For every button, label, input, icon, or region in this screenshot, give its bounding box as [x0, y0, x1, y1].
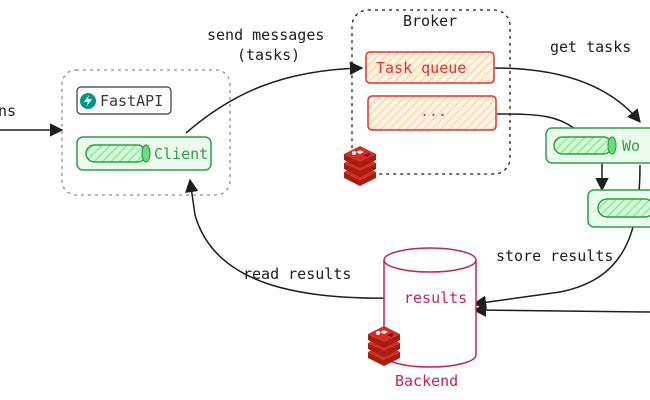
incoming-label: ns [0, 102, 16, 120]
get-tasks-label: get tasks [550, 38, 631, 56]
fastapi-badge: FastAPI [76, 86, 172, 115]
send-messages-arrow [185, 61, 364, 134]
ellipsis-queue-label: ... [420, 102, 447, 120]
broker-title: Broker [403, 12, 457, 30]
broker-group: Broker Task queue ... [344, 9, 511, 186]
client-pipe-icon [85, 144, 151, 163]
read-results-arrow [185, 178, 397, 299]
client-node[interactable]: Client [76, 136, 212, 171]
read-results-label: read results [243, 265, 351, 283]
worker-2-pipe-icon [597, 198, 650, 218]
backend-title: Backend [395, 372, 458, 390]
store-results-arrow-2 [472, 303, 650, 317]
store-results-arrow [472, 164, 641, 310]
fastapi-label: FastAPI [100, 92, 163, 110]
get-tasks-arrow [494, 67, 641, 124]
task-queue-node[interactable]: Task queue [365, 51, 495, 84]
results-label: results [404, 289, 467, 307]
client-group: FastAPI Client [61, 69, 231, 196]
broker-group-border [351, 9, 511, 175]
ellipsis-queue-node[interactable]: ... [367, 95, 497, 131]
store-results-label: store results [496, 247, 613, 265]
redis-logo-icon [344, 146, 376, 186]
fastapi-logo-icon [80, 93, 96, 109]
send-messages-label: send messages [207, 26, 324, 44]
send-messages-label-2: (tasks) [237, 46, 300, 64]
client-group-border [61, 69, 231, 196]
task-queue-label: Task queue [376, 59, 466, 77]
worker-node[interactable]: Wo [545, 127, 650, 164]
worker-pipe-icon [553, 136, 617, 155]
backend-group: results Backend [368, 247, 477, 390]
redis-logo-icon [368, 326, 400, 366]
worker-node-2[interactable] [587, 189, 650, 228]
client-label: Client [154, 145, 208, 163]
worker-label: Wo [622, 137, 640, 155]
